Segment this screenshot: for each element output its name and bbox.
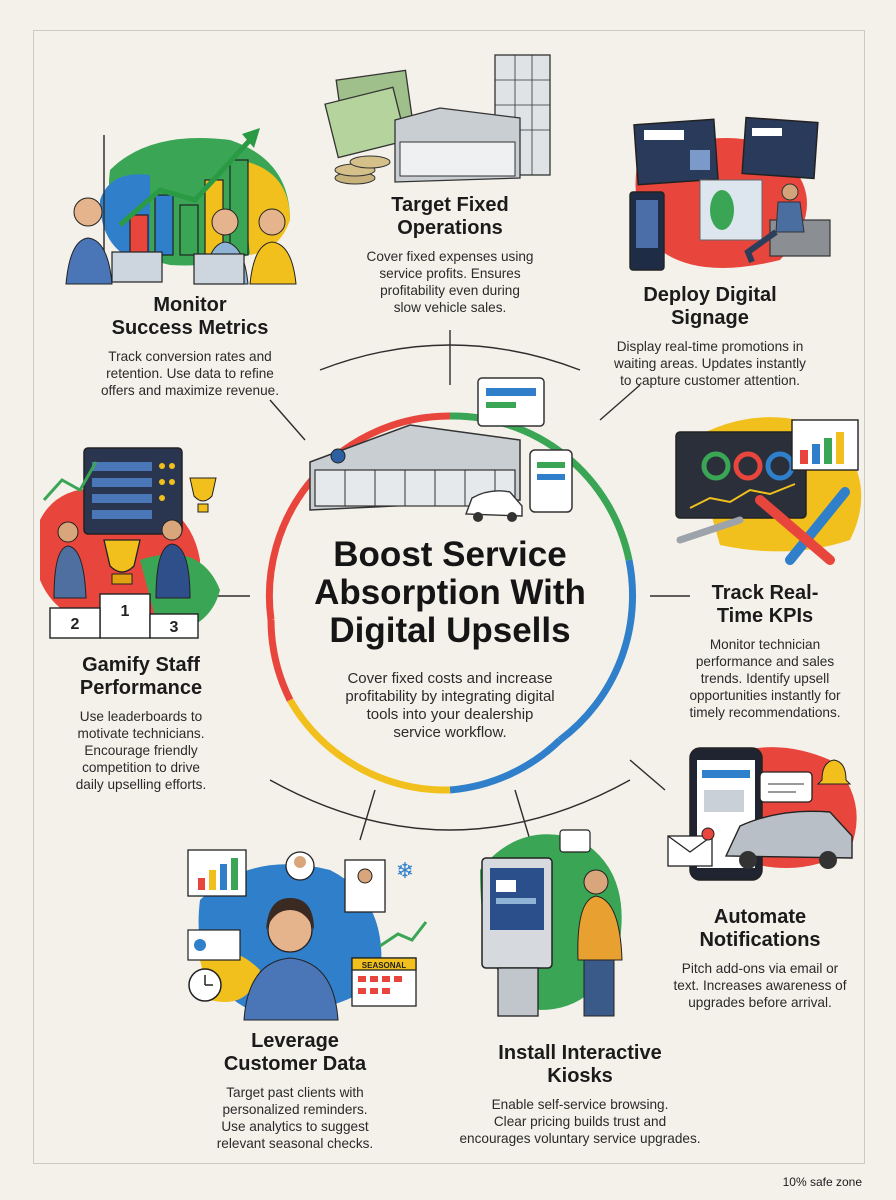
snowflake-icon: ❄ bbox=[396, 859, 414, 884]
section-description: Enable self-service browsing. Clear pric… bbox=[430, 1096, 730, 1147]
kiosk-illustration bbox=[480, 829, 623, 1017]
section-title-line: Signage bbox=[671, 307, 749, 329]
safe-zone-label: 10% safe zone bbox=[782, 1175, 862, 1189]
section-description-line: Monitor technician bbox=[709, 637, 821, 652]
section-leverage-customer-data: Leverage Customer Data Target past clien… bbox=[180, 1030, 410, 1152]
signage-illustration bbox=[629, 116, 831, 271]
customer-data-illustration: ❄ SEASONAL bbox=[187, 849, 428, 1021]
section-target-fixed-operations: Target Fixed Operations Cover fixed expe… bbox=[330, 194, 570, 316]
section-description-line: Use leaderboards to bbox=[79, 709, 203, 724]
connector-lines bbox=[205, 330, 690, 841]
main-title-line: Boost Service bbox=[333, 535, 567, 574]
section-title-line: Track Real- bbox=[711, 582, 819, 604]
section-description-line: opportunities instantly for bbox=[689, 688, 841, 703]
section-description-line: retention. Use data to refine bbox=[106, 366, 274, 381]
section-title-line: Operations bbox=[397, 217, 503, 239]
section-title-line: Deploy Digital bbox=[643, 284, 777, 306]
section-title-line: Success Metrics bbox=[111, 317, 269, 339]
section-description-line: text. Increases awareness of bbox=[673, 978, 847, 993]
section-title-line: Notifications bbox=[699, 929, 821, 951]
podium-second: 2 bbox=[71, 616, 80, 633]
section-title: Automate Notifications bbox=[650, 906, 870, 952]
section-title-line: Install Interactive bbox=[498, 1042, 662, 1064]
main-description: Cover fixed costs and increase profitabi… bbox=[310, 670, 590, 742]
main-description-line: service workflow. bbox=[393, 724, 507, 741]
section-description: Display real-time promotions in waiting … bbox=[590, 338, 830, 389]
section-description-line: motivate technicians. bbox=[77, 726, 205, 741]
main-description-line: Cover fixed costs and increase bbox=[347, 670, 553, 687]
section-automate-notifications: Automate Notifications Pitch add-ons via… bbox=[650, 906, 870, 1011]
section-description-line: service profits. Ensures bbox=[379, 266, 521, 281]
gamify-illustration: 1 2 3 bbox=[40, 447, 220, 639]
section-description-line: performance and sales bbox=[695, 654, 835, 669]
podium-first: 1 bbox=[121, 603, 130, 620]
notifications-illustration bbox=[667, 747, 857, 881]
page-frame bbox=[33, 30, 865, 1164]
podium-third: 3 bbox=[170, 619, 179, 636]
section-description-line: Encourage friendly bbox=[84, 743, 198, 758]
section-track-real-time-kpis: Track Real- Time KPIs Monitor technician… bbox=[660, 582, 870, 721]
section-description-line: encourages voluntary service upgrades. bbox=[459, 1131, 701, 1146]
section-description-line: personalized reminders. bbox=[222, 1102, 368, 1117]
section-description-line: waiting areas. Updates instantly bbox=[614, 356, 806, 371]
section-description-line: profitability even during bbox=[380, 283, 520, 298]
section-title: Gamify Staff Performance bbox=[36, 654, 246, 700]
section-title-line: Target Fixed bbox=[391, 194, 509, 216]
section-description-line: Clear pricing builds trust and bbox=[493, 1114, 667, 1129]
section-title: Monitor Success Metrics bbox=[70, 294, 310, 340]
section-description-line: upgrades before arrival. bbox=[688, 995, 832, 1010]
kpi-dashboard-illustration bbox=[675, 417, 862, 565]
section-install-interactive-kiosks: Install Interactive Kiosks Enable self-s… bbox=[430, 1042, 730, 1147]
section-description: Cover fixed expenses using service profi… bbox=[330, 248, 570, 316]
section-description-line: Track conversion rates and bbox=[108, 349, 272, 364]
section-title: Leverage Customer Data bbox=[180, 1030, 410, 1076]
building-money-illustration bbox=[324, 54, 551, 185]
section-description-line: Cover fixed expenses using bbox=[366, 249, 534, 264]
section-title-line: Automate bbox=[713, 906, 807, 928]
section-title-line: Performance bbox=[79, 677, 203, 699]
dealership-illustration bbox=[309, 377, 573, 522]
section-gamify-staff-performance: Gamify Staff Performance Use leaderboard… bbox=[36, 654, 246, 793]
section-description: Target past clients with personalized re… bbox=[180, 1084, 410, 1152]
section-description: Monitor technician performance and sales… bbox=[660, 636, 870, 721]
section-description: Track conversion rates and retention. Us… bbox=[70, 348, 310, 399]
section-description: Use leaderboards to motivate technicians… bbox=[36, 708, 246, 793]
section-description-line: daily upselling efforts. bbox=[75, 777, 207, 792]
section-description: Pitch add-ons via email or text. Increas… bbox=[650, 960, 870, 1011]
section-description-line: Pitch add-ons via email or bbox=[681, 961, 839, 976]
section-monitor-success-metrics: Monitor Success Metrics Track conversion… bbox=[70, 294, 310, 399]
section-description-line: competition to drive bbox=[82, 760, 200, 775]
section-description-line: slow vehicle sales. bbox=[393, 300, 507, 315]
calendar-label: SEASONAL bbox=[362, 961, 407, 970]
section-title-line: Time KPIs bbox=[716, 605, 814, 627]
section-description-line: timely recommendations. bbox=[689, 705, 841, 720]
main-title-line: Absorption With bbox=[314, 573, 586, 612]
main-description-line: profitability by integrating digital bbox=[345, 688, 555, 705]
metrics-illustration bbox=[65, 128, 297, 285]
section-deploy-digital-signage: Deploy Digital Signage Display real-time… bbox=[590, 284, 830, 389]
section-description-line: Display real-time promotions in bbox=[616, 339, 804, 354]
section-description-line: Use analytics to suggest bbox=[221, 1119, 369, 1134]
section-description-line: Enable self-service browsing. bbox=[491, 1097, 669, 1112]
section-title-line: Leverage bbox=[251, 1030, 339, 1052]
section-description-line: relevant seasonal checks. bbox=[216, 1136, 374, 1151]
section-description-line: offers and maximize revenue. bbox=[100, 383, 280, 398]
section-title-line: Kiosks bbox=[547, 1065, 613, 1087]
section-description-line: to capture customer attention. bbox=[620, 373, 800, 388]
section-title-line: Gamify Staff bbox=[82, 654, 200, 676]
section-description-line: Target past clients with bbox=[226, 1085, 364, 1100]
main-title-line: Digital Upsells bbox=[329, 611, 571, 650]
section-title: Install Interactive Kiosks bbox=[430, 1042, 730, 1088]
section-title-line: Customer Data bbox=[223, 1053, 367, 1075]
section-title: Deploy Digital Signage bbox=[590, 284, 830, 330]
section-title: Track Real- Time KPIs bbox=[660, 582, 870, 628]
main-title: Boost Service Absorption With Digital Up… bbox=[280, 536, 620, 650]
section-title-line: Monitor bbox=[153, 294, 227, 316]
main-description-line: tools into your dealership bbox=[366, 706, 534, 723]
section-description-line: trends. Identify upsell bbox=[700, 671, 830, 686]
section-title: Target Fixed Operations bbox=[330, 194, 570, 240]
